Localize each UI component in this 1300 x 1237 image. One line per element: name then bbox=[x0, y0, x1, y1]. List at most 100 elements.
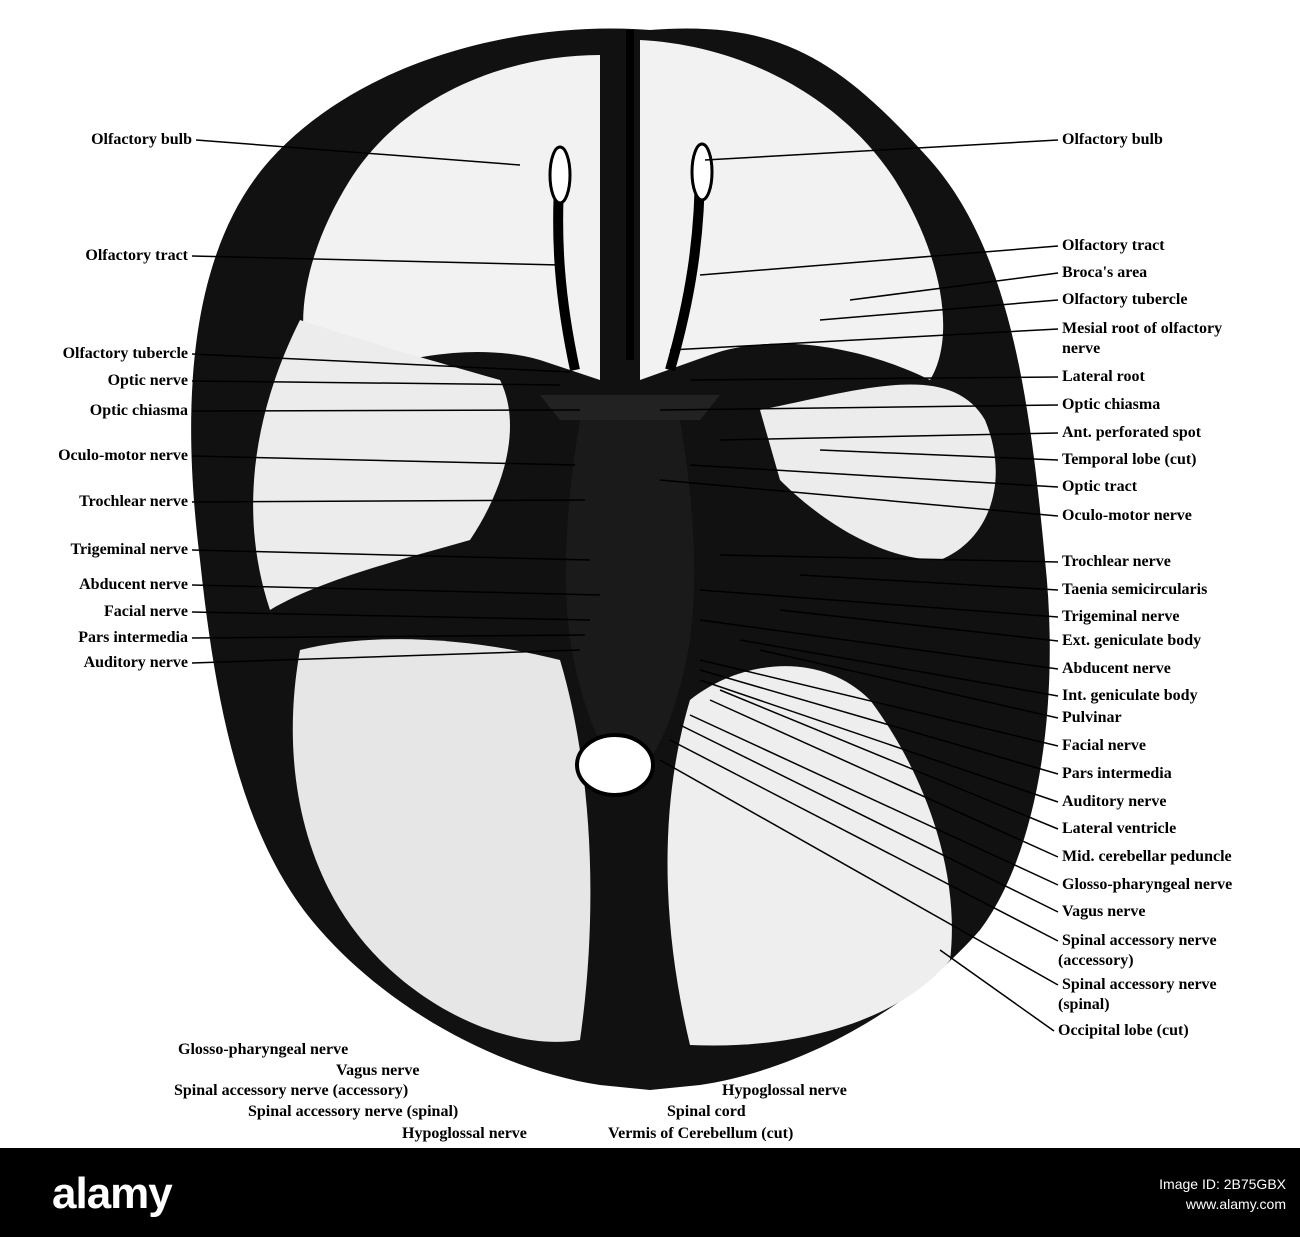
right-olfactory-bulb bbox=[690, 142, 714, 202]
label-right-olfactory-bulb: Olfactory bulb bbox=[1062, 131, 1163, 148]
label-left-abducent-nerve: Abducent nerve bbox=[79, 576, 188, 593]
label-left-olfactory-bulb: Olfactory bulb bbox=[91, 131, 192, 148]
label-right-int-geniculate-body: Int. geniculate body bbox=[1062, 687, 1198, 704]
label-right-spinal-accessory-spinal-paren: (spinal) bbox=[1058, 996, 1110, 1013]
leader-left-abducent-nerve bbox=[191, 584, 601, 596]
label-left-auditory-nerve: Auditory nerve bbox=[83, 654, 188, 671]
label-left-trigeminal-nerve: Trigeminal nerve bbox=[70, 541, 188, 558]
leader-left-oculo-motor-nerve bbox=[191, 455, 576, 466]
leader-right-optic-chiasma bbox=[659, 404, 1059, 411]
label-bottom-vermis: Vermis of Cerebellum (cut) bbox=[608, 1125, 794, 1142]
label-left-oculo-motor-nerve: Oculo-motor nerve bbox=[58, 447, 188, 464]
label-bottom-glosso-pharyngeal-nerve: Glosso-pharyngeal nerve bbox=[178, 1041, 349, 1058]
label-right-auditory-nerve: Auditory nerve bbox=[1062, 793, 1167, 810]
footer-image-id: Image ID: 2B75GBX bbox=[1159, 1176, 1286, 1192]
leader-right-lateral-ventricle bbox=[719, 689, 1059, 830]
label-right-mesial-root-nerve: nerve bbox=[1062, 340, 1101, 357]
label-right-lateral-root: Lateral root bbox=[1062, 368, 1145, 385]
left-frontal-lobe bbox=[303, 55, 600, 390]
label-right-pulvinar: Pulvinar bbox=[1062, 709, 1122, 726]
leader-right-ext-geniculate-body bbox=[779, 609, 1059, 642]
leader-right-temporal-lobe bbox=[819, 449, 1059, 461]
label-right-mesial-root: Mesial root of olfactory bbox=[1062, 320, 1223, 337]
leader-right-oculo-motor-nerve bbox=[659, 479, 1059, 517]
label-left-optic-nerve: Optic nerve bbox=[107, 372, 188, 389]
leader-right-vagus-nerve bbox=[679, 724, 1059, 913]
watermark-footer bbox=[0, 1148, 1300, 1237]
leader-right-spinal-accessory-spinal bbox=[659, 759, 1059, 986]
spinal-cord-section bbox=[575, 733, 655, 797]
leader-right-optic-tract bbox=[689, 464, 1059, 488]
right-cerebellum bbox=[667, 666, 952, 1046]
brainstem bbox=[565, 420, 695, 780]
leader-left-optic-nerve bbox=[191, 380, 561, 386]
label-bottom-spinal-cord: Spinal cord bbox=[667, 1103, 746, 1120]
leader-right-mesial-root bbox=[669, 328, 1059, 351]
leader-right-occipital-lobe bbox=[939, 949, 1055, 1032]
leader-right-taenia-semicircularis bbox=[799, 574, 1059, 591]
label-left-facial-nerve: Facial nerve bbox=[104, 603, 188, 620]
leader-left-auditory-nerve bbox=[191, 649, 581, 664]
label-right-glosso-pharyngeal-nerve: Glosso-pharyngeal nerve bbox=[1062, 876, 1233, 893]
diagram-stage: Olfactory bulb Olfactory tract Olfactory… bbox=[58, 28, 1233, 1142]
label-right-ext-geniculate-body: Ext. geniculate body bbox=[1062, 632, 1202, 649]
leader-right-mid-cerebellar-peduncle bbox=[709, 699, 1059, 858]
leader-right-spinal-accessory-accessory bbox=[669, 739, 1059, 942]
leader-right-glosso-pharyngeal-nerve bbox=[689, 714, 1059, 886]
label-right-optic-tract: Optic tract bbox=[1062, 478, 1138, 495]
label-right-occipital-lobe: Occipital lobe (cut) bbox=[1058, 1022, 1189, 1039]
leader-right-abducent-nerve bbox=[699, 619, 1059, 670]
footer-image-info: Image ID: 2B75GBX www.alamy.com bbox=[1159, 1174, 1286, 1214]
leader-right-pulvinar bbox=[759, 649, 1059, 719]
label-right-spinal-accessory-spinal: Spinal accessory nerve bbox=[1062, 976, 1217, 993]
leader-right-lateral-root bbox=[689, 376, 1059, 381]
label-left-olfactory-tract: Olfactory tract bbox=[85, 247, 188, 264]
footer-logo: alamy bbox=[52, 1169, 173, 1218]
label-right-optic-chiasma: Optic chiasma bbox=[1062, 396, 1161, 413]
label-right-olfactory-tubercle: Olfactory tubercle bbox=[1062, 291, 1188, 308]
leader-left-olfactory-bulb bbox=[195, 139, 521, 166]
label-right-lateral-ventricle: Lateral ventricle bbox=[1062, 820, 1177, 837]
left-cerebellum bbox=[292, 639, 591, 1042]
label-right-oculo-motor-nerve: Oculo-motor nerve bbox=[1062, 507, 1192, 524]
right-temporal-lobe bbox=[760, 384, 996, 560]
label-right-olfactory-tract: Olfactory tract bbox=[1062, 237, 1165, 254]
label-left-optic-chiasma: Optic chiasma bbox=[89, 402, 188, 419]
label-right-trigeminal-nerve: Trigeminal nerve bbox=[1062, 608, 1180, 625]
label-bottom-spinal-accessory-accessory: Spinal accessory nerve (accessory) bbox=[174, 1082, 409, 1099]
leader-left-trigeminal-nerve bbox=[191, 549, 591, 561]
optic-chiasma bbox=[540, 395, 720, 420]
label-right-spinal-accessory-accessory: Spinal accessory nerve bbox=[1062, 932, 1217, 949]
label-bottom-hypoglossal-nerve-right: Hypoglossal nerve bbox=[722, 1082, 847, 1099]
leader-left-olfactory-tubercle bbox=[191, 353, 571, 373]
leader-left-pars-intermedia bbox=[191, 634, 586, 639]
label-right-abducent-nerve: Abducent nerve bbox=[1062, 660, 1171, 677]
leader-left-olfactory-tract bbox=[191, 255, 561, 266]
leader-right-facial-nerve bbox=[699, 659, 1059, 747]
leader-right-brocas-area bbox=[849, 272, 1059, 301]
leader-right-ant-perforated-spot bbox=[719, 432, 1059, 441]
leader-right-int-geniculate-body bbox=[739, 639, 1059, 697]
label-bottom-hypoglossal-nerve-left: Hypoglossal nerve bbox=[402, 1125, 527, 1142]
left-olfactory-bulb bbox=[548, 145, 572, 205]
leader-right-pars-intermedia bbox=[699, 669, 1059, 775]
leader-right-olfactory-bulb bbox=[704, 139, 1059, 161]
label-right-pars-intermedia: Pars intermedia bbox=[1062, 765, 1172, 782]
leader-left-optic-chiasma bbox=[191, 409, 581, 412]
label-right-temporal-lobe: Temporal lobe (cut) bbox=[1062, 451, 1197, 468]
label-left-pars-intermedia: Pars intermedia bbox=[78, 629, 188, 646]
label-right-trochlear-nerve: Trochlear nerve bbox=[1062, 553, 1171, 570]
label-left-olfactory-tubercle: Olfactory tubercle bbox=[62, 345, 188, 362]
label-right-mid-cerebellar-peduncle: Mid. cerebellar peduncle bbox=[1062, 848, 1232, 865]
label-right-spinal-accessory-accessory-paren: (accessory) bbox=[1058, 952, 1134, 969]
leader-right-olfactory-tubercle bbox=[819, 299, 1059, 321]
right-frontal-lobe bbox=[640, 40, 944, 380]
label-right-vagus-nerve: Vagus nerve bbox=[1062, 903, 1146, 920]
leader-right-olfactory-tract bbox=[699, 245, 1059, 276]
leader-right-trochlear-nerve bbox=[719, 554, 1059, 563]
label-left-trochlear-nerve: Trochlear nerve bbox=[79, 493, 188, 510]
leader-left-facial-nerve bbox=[191, 611, 591, 621]
leader-right-trigeminal-nerve bbox=[699, 589, 1059, 618]
label-bottom-spinal-accessory-spinal: Spinal accessory nerve (spinal) bbox=[248, 1103, 459, 1120]
label-bottom-vagus-nerve: Vagus nerve bbox=[336, 1062, 420, 1079]
